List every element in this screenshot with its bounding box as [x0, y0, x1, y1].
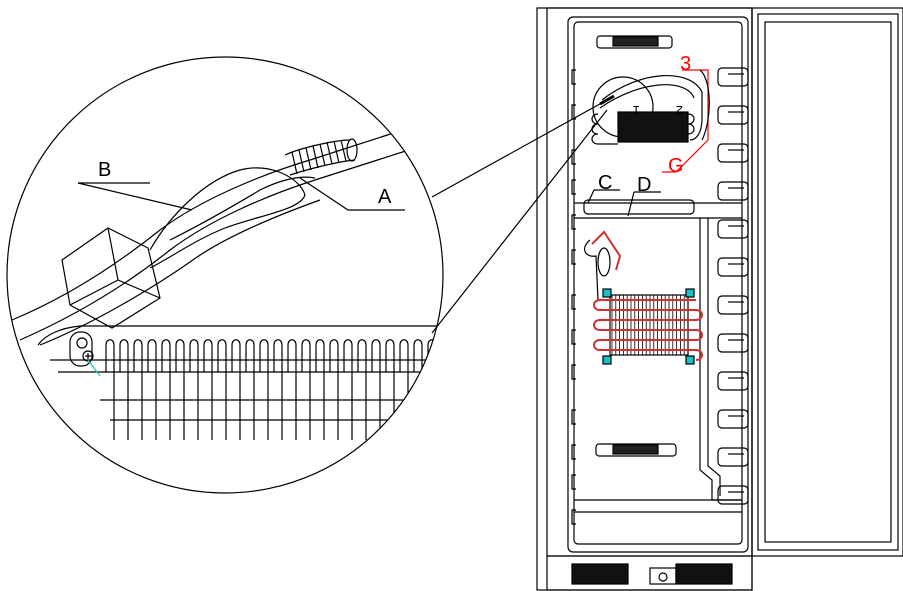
gasket-bump	[717, 447, 749, 467]
left-refrigerant-pipe	[584, 239, 599, 301]
lower-evaporator	[591, 230, 703, 365]
gasket-bump	[717, 219, 749, 239]
zoom-line-top	[431, 99, 608, 198]
gasket-bump	[717, 257, 749, 277]
gasket-bump	[717, 409, 749, 429]
coil-bend	[695, 309, 703, 321]
fin-line	[217, 339, 227, 440]
fridge-body	[536, 7, 903, 591]
wall-tab	[571, 149, 576, 165]
gasket-bump	[717, 295, 749, 315]
coil-bend	[695, 329, 703, 341]
fin-line	[259, 339, 269, 440]
wall-tab	[571, 104, 576, 120]
fin-line	[343, 339, 353, 440]
fin-line	[245, 339, 255, 440]
fin-line	[133, 339, 143, 440]
fin-line	[301, 339, 311, 440]
fin-line	[329, 339, 339, 440]
leader-line-a	[299, 177, 405, 211]
gasket-bump	[717, 371, 749, 391]
shelf	[574, 189, 742, 219]
fin-line	[147, 339, 157, 440]
drain-pipe	[699, 218, 742, 501]
door-glass	[764, 21, 892, 543]
fin-line	[231, 339, 241, 440]
label-g: G	[668, 155, 684, 177]
wall-tab	[571, 444, 576, 460]
inner-liner	[567, 16, 749, 553]
fin-line	[427, 339, 437, 440]
wall-tab	[571, 364, 576, 380]
fin-line	[371, 339, 381, 440]
wall-tab	[571, 409, 576, 425]
fin-line	[357, 339, 367, 440]
label-2: 2	[676, 103, 683, 118]
gasket-bump	[717, 67, 749, 87]
fin-line	[161, 339, 171, 440]
red-wire	[662, 69, 709, 173]
fin-line	[399, 339, 409, 440]
door-gasket	[717, 67, 749, 505]
wall-tab	[571, 214, 576, 230]
screw-icon	[69, 331, 101, 377]
fin-line	[287, 339, 297, 440]
mounting-rail	[37, 325, 440, 346]
base-grille	[546, 555, 753, 591]
detail-magnifier	[6, 56, 608, 494]
coil-bend	[695, 349, 703, 361]
label-a: A	[378, 186, 392, 208]
wall-tab	[571, 474, 576, 490]
gasket-bump	[717, 485, 749, 505]
gasket-bump	[717, 143, 749, 163]
wall-tab	[571, 294, 576, 310]
spring-sleeve	[284, 138, 358, 176]
gasket-bump	[717, 181, 749, 201]
label-d: D	[637, 174, 651, 196]
zoom-line-bottom	[431, 109, 608, 334]
coil-bend	[593, 319, 601, 331]
gasket-bump	[717, 333, 749, 353]
wall-tab	[571, 249, 576, 265]
gasket-bump	[717, 105, 749, 125]
fin-line	[203, 339, 213, 440]
label-3: 3	[680, 53, 691, 75]
label-b: B	[98, 159, 111, 181]
fin-line	[315, 339, 325, 440]
coil-bend	[593, 339, 601, 351]
fin-line	[413, 339, 423, 440]
fin-line	[189, 339, 199, 440]
coil-bend	[593, 299, 601, 311]
base-lock-icon	[658, 572, 668, 582]
upper-evaporator	[591, 75, 703, 145]
connector-block	[61, 227, 161, 329]
wall-tab	[571, 329, 576, 345]
fin-line	[273, 339, 283, 440]
magnifier-circle	[6, 56, 444, 494]
label-1: 1	[633, 103, 640, 118]
wall-tab	[571, 509, 576, 525]
fin-line	[175, 339, 185, 440]
left-wall-tabs	[571, 69, 576, 525]
label-c: C	[598, 172, 612, 194]
top-light-bracket	[596, 35, 673, 49]
cooling-fins	[105, 339, 437, 440]
fin-line	[385, 339, 395, 440]
cable-outline	[11, 117, 441, 321]
door-frame	[751, 7, 903, 557]
bottom-light-bracket	[595, 443, 677, 457]
wall-tab	[571, 179, 576, 195]
leader-line-b	[77, 182, 193, 211]
wall-tab	[571, 69, 576, 85]
fin-line	[119, 339, 129, 440]
cable-loop	[149, 167, 306, 269]
fin-line	[105, 339, 115, 440]
